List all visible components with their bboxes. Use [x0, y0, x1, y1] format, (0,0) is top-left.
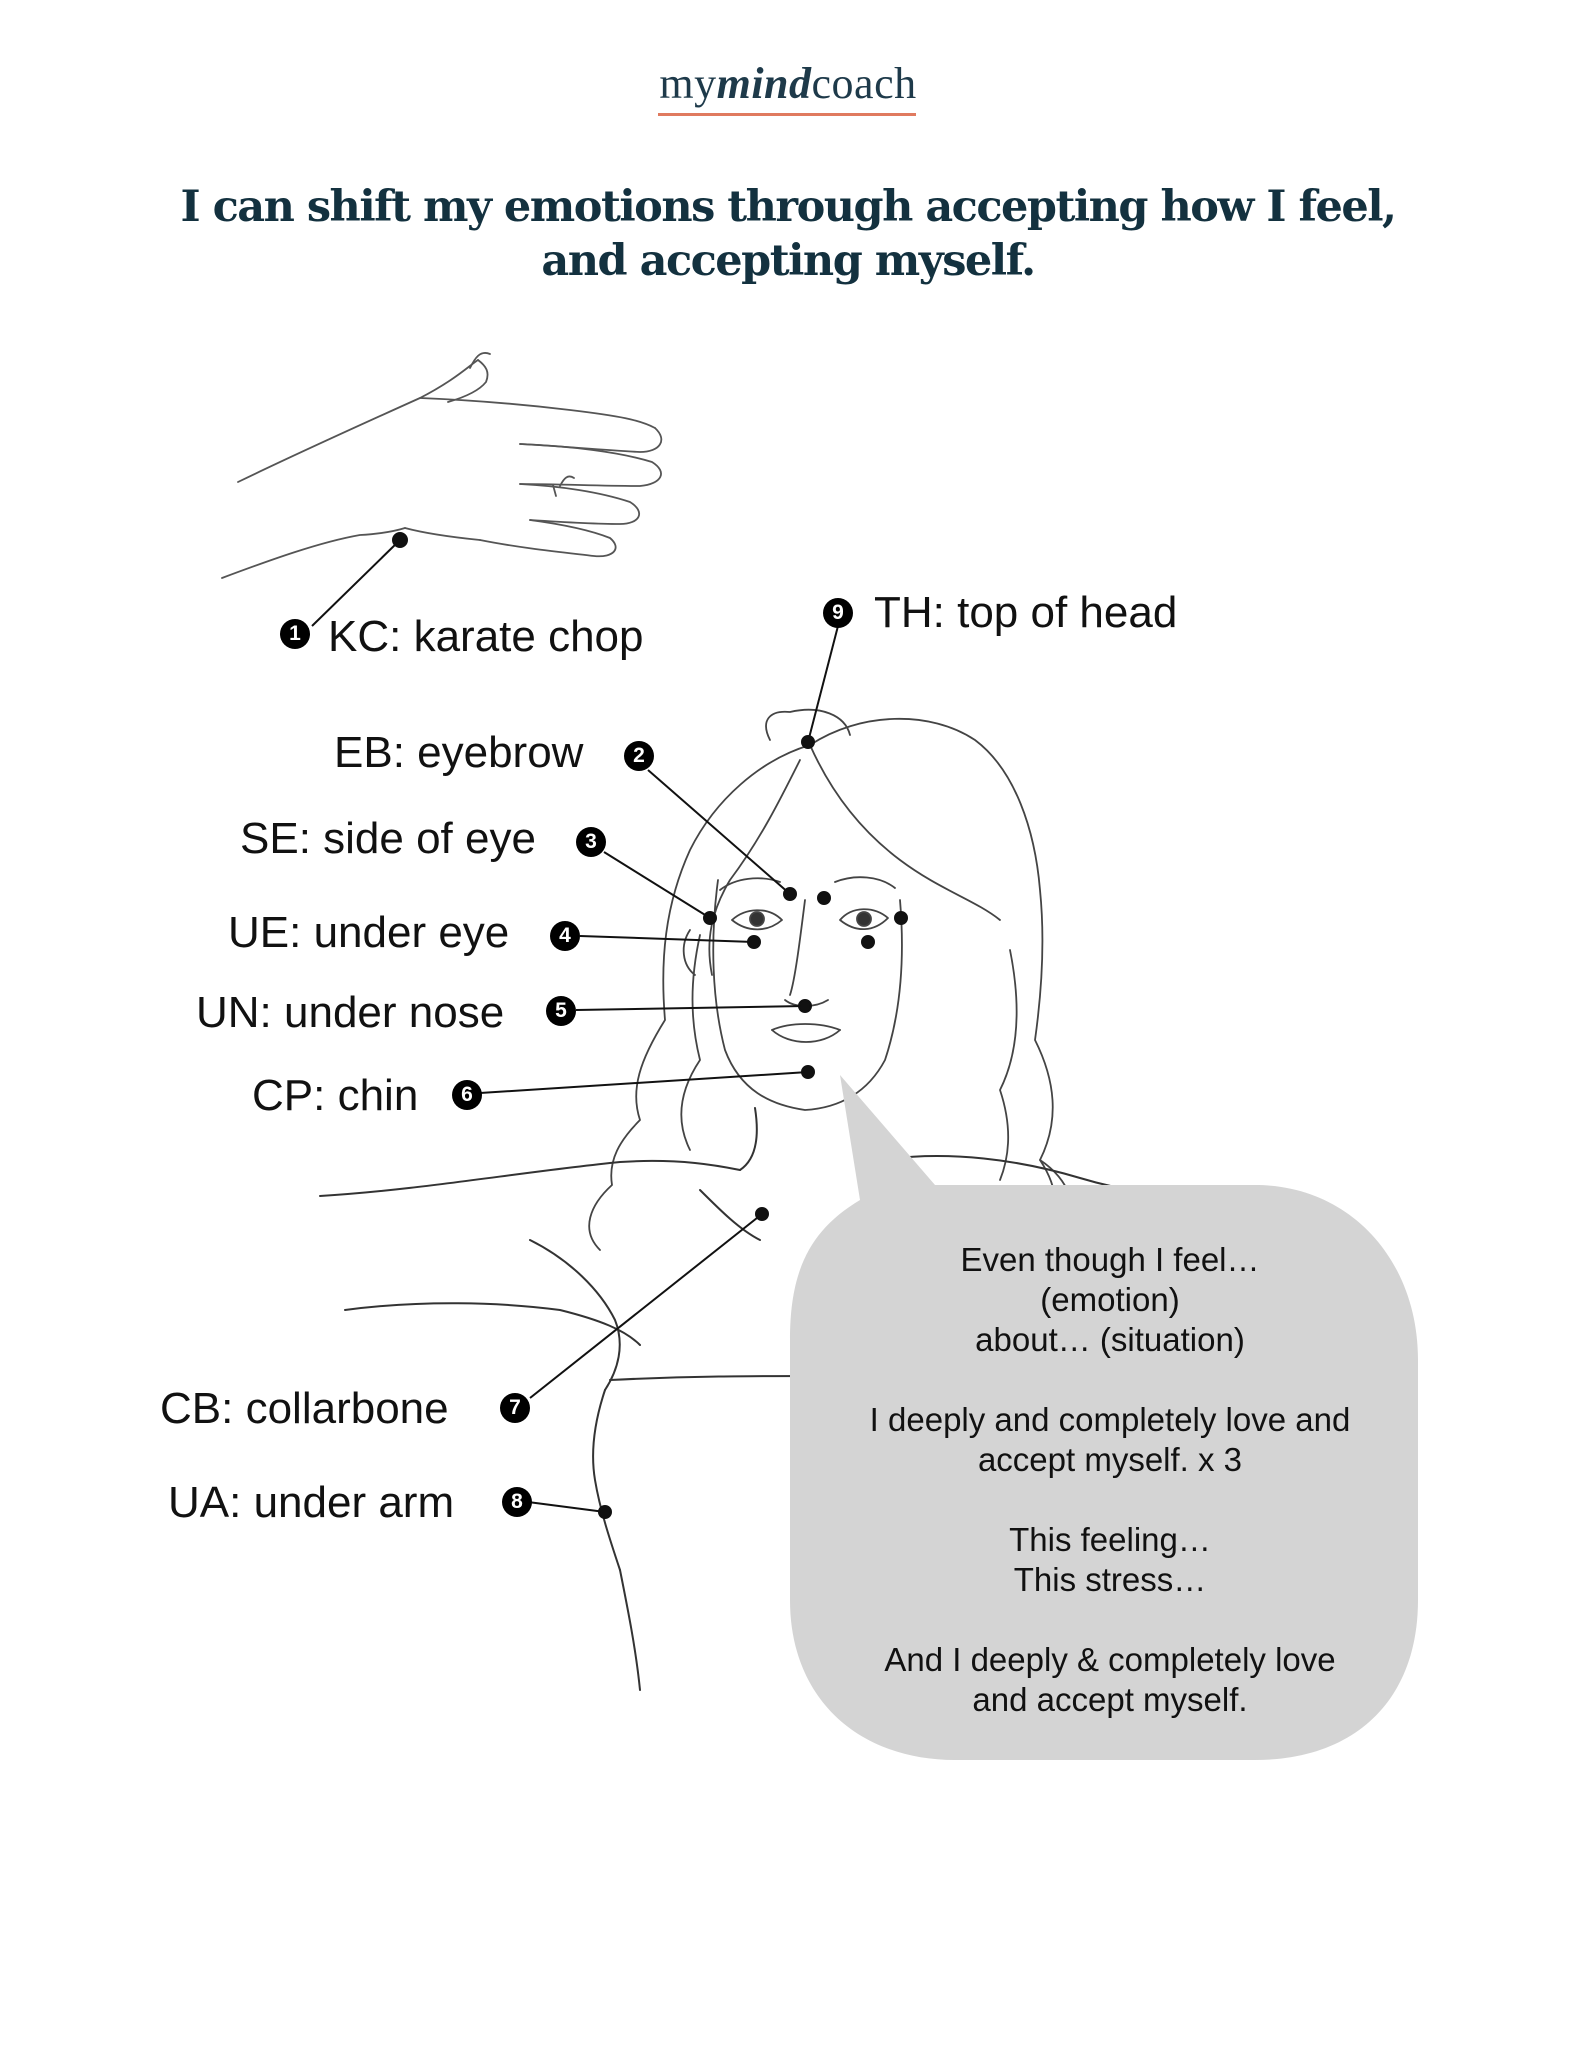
bubble-line: [800, 1480, 1420, 1520]
label-top-of-head: TH: top of head: [874, 588, 1177, 638]
label-under-nose: UN: under nose: [196, 988, 504, 1038]
bubble-line: [800, 1600, 1420, 1640]
point-eyebrow-right: [818, 892, 830, 904]
point-number-7: 7: [500, 1393, 530, 1423]
bubble-line: This stress…: [800, 1560, 1420, 1600]
label-karate-chop: KC: karate chop: [328, 612, 644, 662]
label-chin: CP: chin: [252, 1071, 418, 1121]
bubble-text: Even though I feel… (emotion) about… (si…: [800, 1240, 1420, 1720]
point-number-3: 3: [576, 827, 606, 857]
bubble-line: [800, 1360, 1420, 1400]
bubble-line: And I deeply & completely love: [800, 1640, 1420, 1680]
bubble-line: Even though I feel…: [800, 1240, 1420, 1280]
label-under-eye: UE: under eye: [228, 908, 509, 958]
point-number-4: 4: [550, 921, 580, 951]
point-number-9: 9: [823, 598, 853, 628]
label-collarbone: CB: collarbone: [160, 1384, 449, 1434]
hand-sketch: [222, 353, 661, 578]
bubble-line: about… (situation): [800, 1320, 1420, 1360]
point-number-6: 6: [452, 1080, 482, 1110]
point-top-of-head: [802, 736, 814, 748]
label-eyebrow: EB: eyebrow: [334, 728, 583, 778]
point-under-eye-right: [862, 936, 874, 948]
point-number-1: 1: [280, 619, 310, 649]
point-under-nose: [799, 1000, 811, 1012]
bubble-line: I deeply and completely love and: [800, 1400, 1420, 1440]
hair-sketch: [589, 710, 1074, 1250]
bubble-line: This feeling…: [800, 1520, 1420, 1560]
point-number-5: 5: [546, 996, 576, 1026]
bubble-line: (emotion): [800, 1280, 1420, 1320]
bubble-line: accept myself. x 3: [800, 1440, 1420, 1480]
face-sketch: [684, 877, 902, 1110]
point-under-arm: [599, 1506, 611, 1518]
point-eyebrow: [784, 888, 796, 900]
label-side-of-eye: SE: side of eye: [240, 814, 536, 864]
point-collarbone: [756, 1208, 768, 1220]
bubble-line: and accept myself.: [800, 1680, 1420, 1720]
point-number-2: 2: [624, 741, 654, 771]
point-side-of-eye: [704, 912, 716, 924]
point-under-eye: [748, 936, 760, 948]
point-number-8: 8: [502, 1487, 532, 1517]
point-karate-chop: [393, 533, 407, 547]
point-chin: [802, 1066, 814, 1078]
point-side-of-eye-right: [895, 912, 907, 924]
label-under-arm: UA: under arm: [168, 1478, 454, 1528]
